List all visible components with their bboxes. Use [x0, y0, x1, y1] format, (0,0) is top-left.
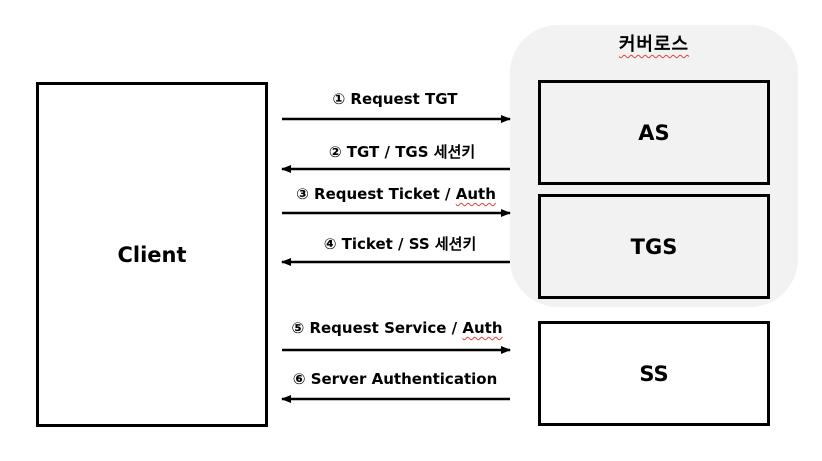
as-label: AS — [638, 120, 670, 145]
tgs-box: TGS — [538, 194, 770, 299]
message-label-6: ⑥ Server Authentication — [292, 370, 498, 388]
message-label-1: ① Request TGT — [332, 90, 458, 108]
client-box: Client — [36, 82, 268, 427]
message-label-4: ④ Ticket / SS 세션키 — [323, 235, 477, 253]
tgs-label: TGS — [630, 234, 678, 259]
ss-box: SS — [538, 321, 770, 426]
ss-label: SS — [639, 361, 669, 386]
client-label: Client — [117, 242, 187, 267]
as-box: AS — [538, 80, 770, 185]
message-label-5: ⑤ Request Service / Auth — [291, 319, 503, 337]
message-label-3: ③ Request Ticket / Auth — [296, 185, 496, 203]
message-label-2: ② TGT / TGS 세션키 — [328, 143, 476, 161]
kerberos-group-title: 커버로스 — [618, 34, 690, 55]
